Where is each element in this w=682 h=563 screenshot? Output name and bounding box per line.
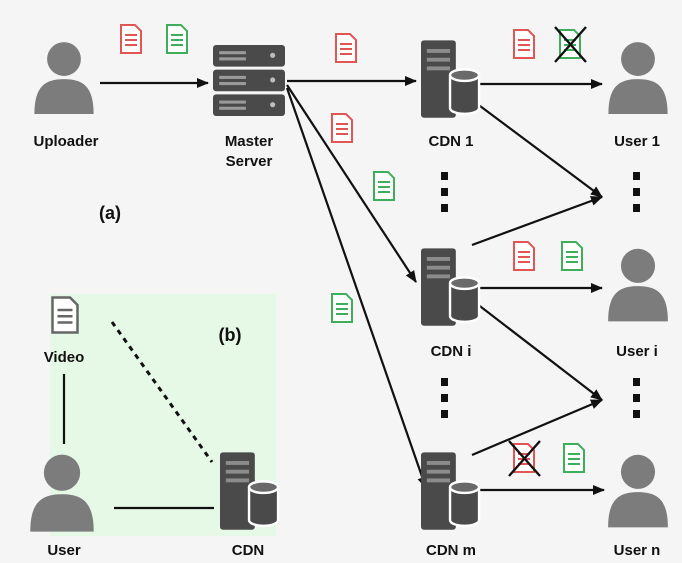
doc-red-document-icon (334, 32, 358, 64)
arrow-master-to-cdn-i (286, 84, 417, 283)
cross-mark-icon (554, 26, 587, 63)
doc-green-document-icon (560, 240, 584, 272)
panel-b-cdn-label: CDN (231, 542, 265, 559)
panel-a-tag: (a) (99, 203, 121, 223)
panel-b-tag: (b) (218, 325, 242, 345)
vertical-ellipsis-icon (441, 172, 640, 418)
cdn-m-label: CDN m (425, 542, 476, 559)
arrow-master-to-cdn-m (285, 87, 428, 489)
user-1-label: User 1 (614, 133, 660, 150)
arrow-cdn-1-to-users (471, 99, 603, 198)
doc-red-document-icon (330, 112, 354, 144)
arrow-cdn-m-to-users-above (471, 398, 603, 457)
doc-green-document-icon (372, 170, 396, 202)
cross-mark-icon (508, 440, 541, 477)
video-file-icon (51, 296, 79, 334)
arrow-cdn-i-to-users-above (471, 195, 603, 247)
user-i-label: User i (616, 343, 658, 360)
doc-green-document-icon (562, 442, 586, 474)
doc-red-document-icon (119, 23, 143, 55)
master-server-rack-icon (213, 45, 285, 116)
uploader-label: Uploader (33, 133, 99, 150)
arrow-cdn-i-to-users-below (471, 299, 603, 401)
doc-green-document-icon (165, 23, 189, 55)
dotted-line-video-to-cdn (110, 321, 214, 463)
user-n-label: User n (613, 542, 661, 559)
video-label: Video (43, 349, 85, 366)
panel-b-user-label: User (47, 542, 81, 559)
master-server-label-line2: Server (225, 153, 273, 170)
doc-red-document-icon (512, 28, 536, 60)
doc-green-document-icon (330, 292, 354, 324)
doc-red-document-icon (512, 240, 536, 272)
master-server-label-line1: Master (224, 133, 274, 150)
cdn-i-label: CDN i (430, 343, 472, 360)
cdn-1-label: CDN 1 (428, 133, 474, 150)
